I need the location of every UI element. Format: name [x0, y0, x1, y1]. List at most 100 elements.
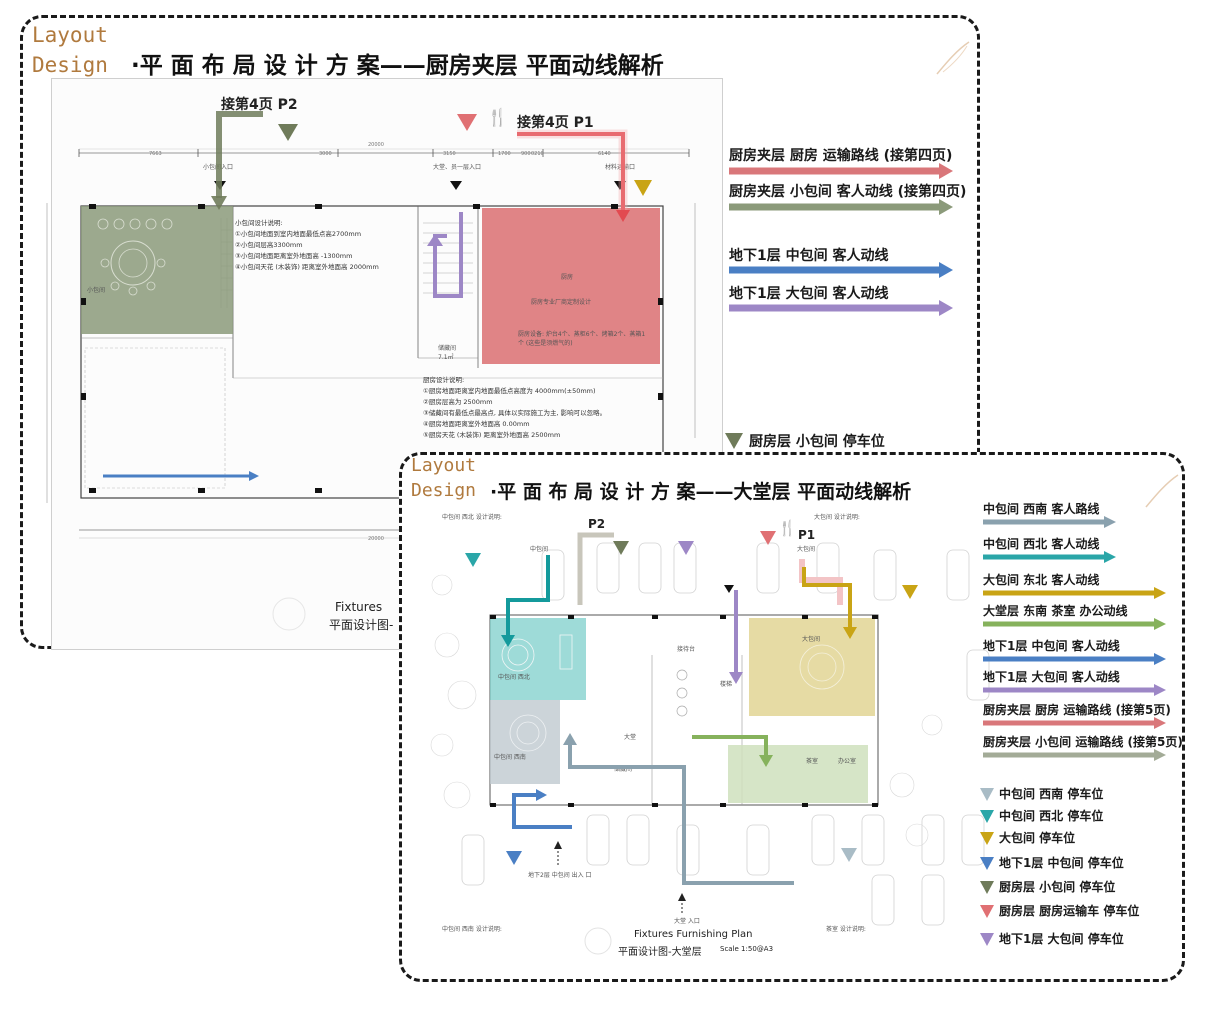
- link-p2-label: 接第4页 P2: [221, 97, 298, 113]
- parking-marker-icon: [465, 553, 481, 567]
- parking-legend-label: 厨房层 小包间 停车位: [749, 434, 885, 450]
- legend-item-label: 地下1层 中包间 客人动线: [729, 248, 889, 264]
- column: [720, 615, 726, 619]
- parking-marker-icon: [613, 541, 629, 555]
- kitchen-zone: [482, 208, 660, 364]
- entrance-marker-icon: [724, 585, 734, 593]
- kitchen-name: 厨房: [561, 274, 574, 281]
- parking-legend-icon: [980, 832, 994, 845]
- legend-item-label: 地下1层 大包间 客人动线: [983, 670, 1120, 684]
- leaf-decoration-icon: [1145, 474, 1179, 508]
- page-title: ·平 面 布 局 设 计 方 案——厨房夹层 平面动线解析: [131, 53, 664, 79]
- parking-legend-icon: [725, 433, 743, 449]
- room-label: 储藏间: [614, 766, 633, 773]
- link-p1-label: 接第4页 P1: [517, 115, 594, 131]
- parking-marker-icon: [841, 848, 857, 862]
- notes-title: 中包间 西南 设计说明:: [442, 926, 502, 933]
- parking-legend-label: 大包间 停车位: [999, 831, 1076, 845]
- room-label: 接待台: [677, 646, 696, 653]
- column: [89, 204, 96, 209]
- column: [81, 298, 86, 305]
- cutlery-icon: 🍴: [778, 519, 797, 537]
- column: [872, 803, 878, 807]
- parking-marker-icon: [678, 541, 694, 555]
- parking-legend-icon: [980, 788, 994, 801]
- small-room-notes: 小包间设计说明: ①小包间地面到室内地面最低点高2700mm ②小包间层高330…: [235, 219, 379, 271]
- parking-legend-label: 中包间 西北 停车位: [999, 809, 1104, 823]
- room-label: 大包间: [802, 636, 821, 643]
- parking-marker-icon: [760, 531, 776, 545]
- leaf-decoration-icon: [936, 41, 970, 75]
- legend-item-label: 厨房夹层 小包间 客人动线 (接第四页): [729, 184, 967, 200]
- dim-label: 6140: [598, 151, 611, 157]
- notes-title: 中包间 西北 设计说明:: [442, 514, 502, 521]
- west-entrance-label: 地下2层 中包间 出入 口: [528, 872, 592, 879]
- parking-marker-icon: [506, 851, 522, 865]
- column: [658, 393, 663, 400]
- room-label: 大堂: [624, 734, 637, 741]
- parking-legend-label: 地下1层 大包间 停车位: [999, 932, 1124, 946]
- column: [652, 803, 658, 807]
- dim-label: 3150: [443, 151, 456, 157]
- legend-arrows-card1: [729, 163, 953, 316]
- footer-cn: 平面设计图-: [329, 618, 394, 632]
- column: [198, 204, 205, 209]
- parking-legend-icon: [980, 881, 994, 894]
- legend-item-label: 厨房夹层 厨房 运输路线 (接第5页): [983, 703, 1171, 717]
- column: [611, 204, 618, 209]
- dim-total: 20000: [368, 142, 384, 148]
- legend-item-label: 大包间 东北 客人动线: [983, 573, 1100, 587]
- page-title: ·平 面 布 局 设 计 方 案——大堂层 平面动线解析: [490, 481, 912, 503]
- parking-legend-label: 中包间 西南 停车位: [999, 787, 1104, 801]
- column: [198, 488, 205, 493]
- footer-scale: Scale 1:50@A3: [720, 945, 774, 953]
- parking-marker-icon: [278, 124, 298, 141]
- notes-title: 大包间 设计说明:: [814, 514, 860, 521]
- footer-cn: 平面设计图-大堂层: [618, 947, 702, 958]
- parking-legend-label: 地下1层 中包间 停车位: [999, 856, 1124, 870]
- notes-title: 茶室 设计说明:: [826, 926, 866, 933]
- room-label: 中包间: [530, 546, 549, 553]
- legend-item-label: 中包间 西北 客人动线: [983, 537, 1100, 551]
- legend-item-label: 地下1层 中包间 客人动线: [983, 639, 1120, 653]
- dim-label: 7663: [149, 151, 162, 157]
- room-label: 中包间 西南: [494, 754, 526, 761]
- route-arrows-card1: [103, 111, 630, 481]
- parking-marker-icon: [902, 585, 918, 599]
- furniture: [501, 634, 845, 752]
- route-arrows-card2: [501, 532, 857, 913]
- legend-item-label: 中包间 西南 客人路线: [983, 502, 1100, 516]
- column: [473, 204, 480, 209]
- ff-logo-icon: [584, 927, 612, 955]
- parking-legend-icon: [980, 905, 994, 918]
- column: [872, 615, 878, 619]
- parking-marker-icon: [457, 114, 477, 131]
- lobby-floor-card: Layout Design ·平 面 布 局 设 计 方 案——大堂层 平面动线…: [399, 452, 1185, 982]
- column: [81, 393, 86, 400]
- layout-design-logo: Layout Design: [411, 455, 477, 501]
- room-label: 中包间 西北: [498, 674, 530, 681]
- kitchen-zone-label: 厨房专业厂商定制设计: [531, 299, 592, 306]
- ff-logo-icon: [272, 597, 306, 631]
- legend-item-label: 大堂层 东南 茶室 办公动线: [983, 604, 1128, 618]
- cutlery-icon: 🍴: [487, 108, 509, 128]
- room-label: 办公室: [838, 758, 857, 765]
- column: [802, 615, 808, 619]
- small-room-label: 小包间: [87, 287, 106, 294]
- dim-total-bottom: 20000: [368, 536, 384, 542]
- small-room-furniture: [97, 218, 173, 296]
- column: [802, 803, 808, 807]
- room-label: 楼梯: [720, 681, 733, 688]
- material-entrance-label: 材料运输口: [605, 164, 636, 171]
- column: [315, 204, 322, 209]
- legend-item-label: 厨房夹层 小包间 运输路线 (接第5页): [983, 735, 1183, 749]
- parking-marker-icon: [634, 180, 652, 196]
- layout-design-logo: Layout Design: [32, 23, 108, 77]
- entrance-marker-icon: [450, 181, 462, 190]
- parking-legend-label: 厨房层 厨房运输车 停车位: [999, 904, 1140, 918]
- dim-label: 3000: [319, 151, 332, 157]
- column: [652, 615, 658, 619]
- room-label: 茶室: [806, 758, 819, 765]
- footer-en: Fixtures: [335, 600, 383, 614]
- p1-label: P1: [798, 528, 816, 542]
